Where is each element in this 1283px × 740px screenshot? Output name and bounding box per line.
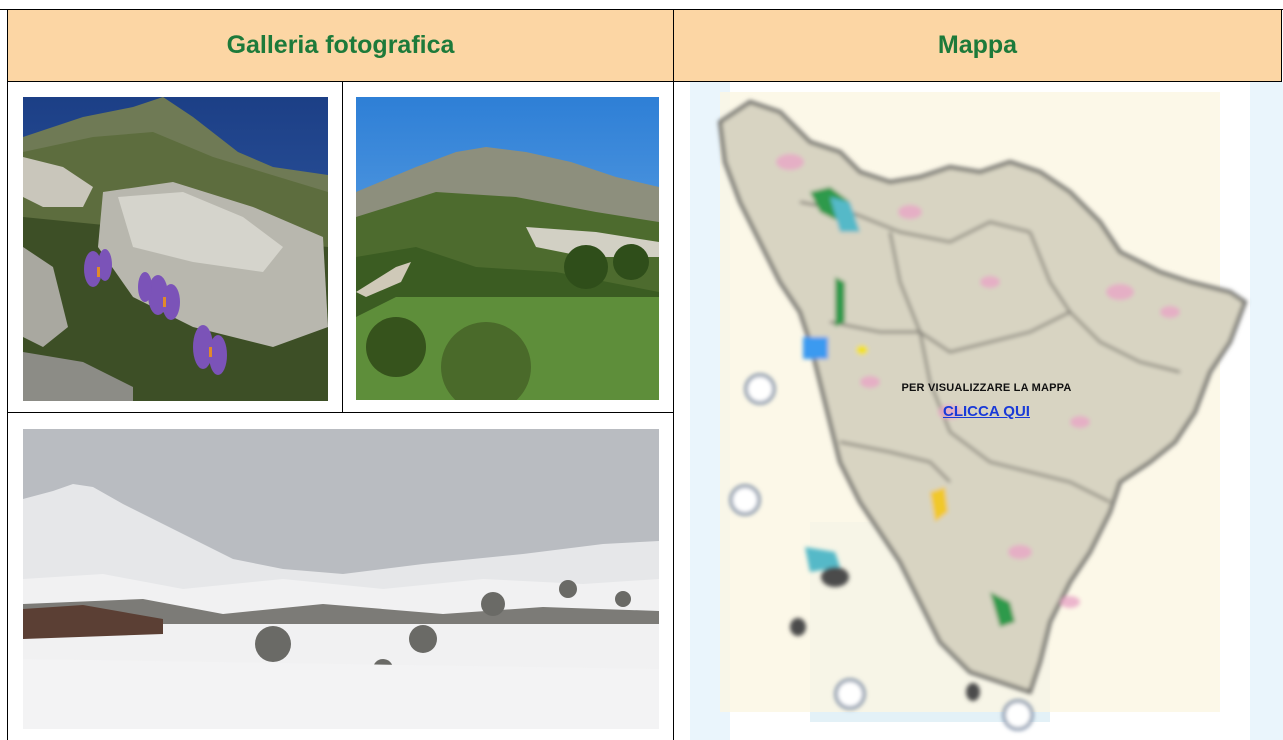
gallery-cell-divider [342, 81, 343, 412]
map-caption: PER VISUALIZZARE LA MAPPA [901, 382, 1072, 394]
map-panel[interactable]: PER VISUALIZZARE LA MAPPA CLICCA QUI [690, 82, 1283, 740]
snowy-hill-photo[interactable] [23, 429, 659, 729]
gallery-title: Galleria fotografica [226, 31, 455, 59]
gallery-row-divider [7, 412, 673, 413]
table-top-border [0, 9, 1283, 10]
green-hill-path-photo[interactable] [356, 97, 659, 400]
crocus-rocks-photo[interactable] [23, 97, 328, 401]
map-title: Mappa [937, 31, 1018, 59]
header-bottom-border [7, 81, 1282, 82]
map-link[interactable]: CLICCA QUI [943, 403, 1030, 420]
gallery-header: Galleria fotografica [8, 10, 673, 81]
table-left-border [7, 9, 8, 740]
column-divider [673, 9, 674, 740]
map-header: Mappa [674, 10, 1281, 81]
